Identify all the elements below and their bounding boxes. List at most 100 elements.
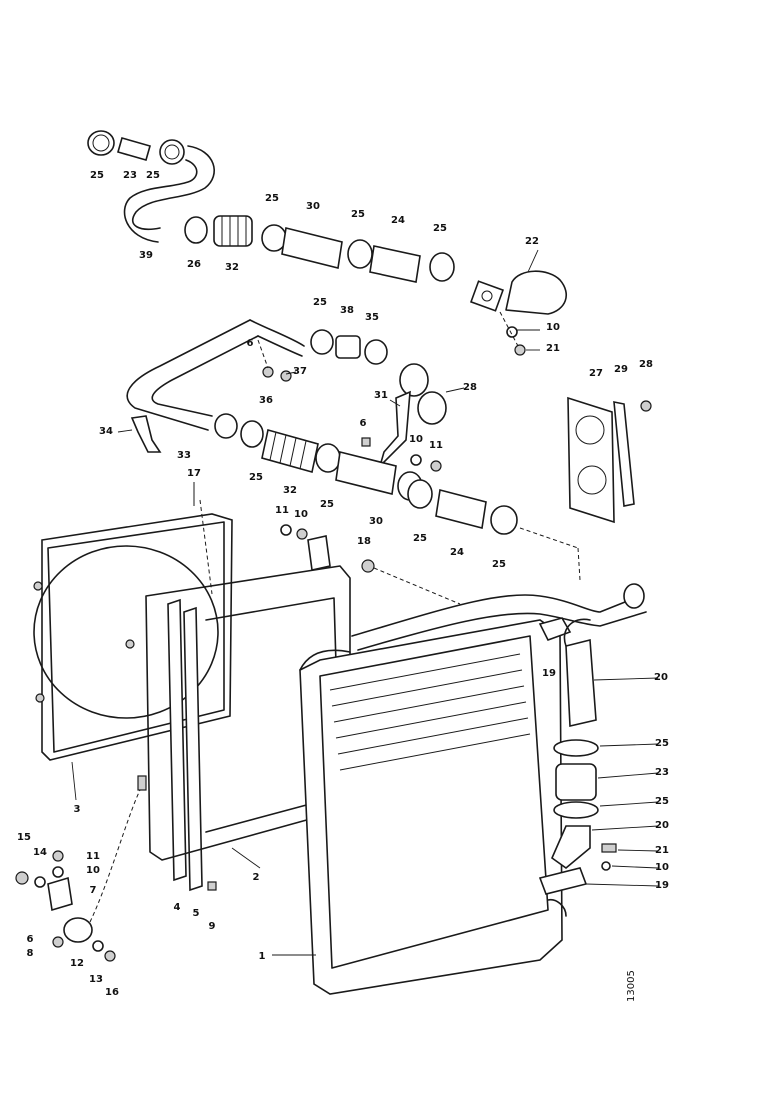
drain-hose [89, 789, 141, 923]
bellows-hose [261, 429, 319, 473]
callout-label: 22 [525, 236, 539, 247]
hose-clamp [364, 339, 388, 365]
washer-10 [52, 866, 64, 878]
callout-label: 20 [655, 820, 669, 831]
hose-sleeve-23 [555, 763, 597, 801]
callout-label: 39 [139, 250, 153, 261]
callout-label: 27 [589, 368, 603, 379]
callout-label: 23 [123, 170, 137, 181]
washer-14 [34, 876, 46, 888]
washer [506, 326, 518, 338]
callout-label: 25 [313, 297, 327, 308]
callout-label: 38 [340, 305, 354, 316]
bolt-21 [601, 843, 617, 853]
leader-lines [71, 249, 659, 956]
pipe-30 [335, 451, 397, 495]
callout-label: 3 [74, 804, 81, 815]
callout-label: 25 [655, 796, 669, 807]
hose-clamp [214, 413, 238, 439]
bolt-6 [52, 936, 64, 948]
hose-clamp [310, 329, 334, 355]
hose-clamp [184, 216, 208, 244]
callout-label: 28 [463, 382, 477, 393]
nut [296, 528, 308, 540]
callout-label: 21 [655, 845, 669, 856]
callout-label: 25 [413, 533, 427, 544]
callout-label: 18 [357, 536, 371, 547]
washer-13 [92, 940, 104, 952]
hose-sleeve-38 [335, 335, 361, 359]
callout-label: 11 [429, 440, 443, 451]
nut [430, 460, 442, 472]
hose-clamp [159, 139, 185, 165]
callout-label: 29 [614, 364, 628, 375]
callout-label: 11 [275, 505, 289, 516]
hose-clamp [553, 801, 599, 819]
hose-clamp [429, 252, 455, 282]
callout-label: 16 [105, 987, 119, 998]
side-frame [145, 482, 351, 892]
hose-clamp [490, 505, 518, 535]
callout-label: 9 [209, 921, 216, 932]
callout-label: 11 [86, 851, 100, 862]
callout-label: 37 [293, 366, 307, 377]
hose-clamp [315, 443, 341, 473]
callout-label: 24 [391, 215, 405, 226]
callout-label: 6 [27, 934, 34, 945]
callout-label: 10 [86, 865, 100, 876]
bolt [640, 400, 652, 412]
middle-pipe-assembly [126, 319, 581, 581]
callout-label: 10 [655, 862, 669, 873]
hose-clamp [87, 130, 115, 156]
nut-16 [104, 950, 116, 962]
lower-left-fittings [15, 775, 147, 962]
callout-label: 25 [146, 170, 160, 181]
hose-sleeve-24 [435, 489, 487, 529]
callout-label: 30 [306, 201, 320, 212]
side-member-4 [167, 598, 187, 882]
callout-label: 26 [187, 259, 201, 270]
washer [601, 861, 611, 871]
callout-label: 33 [177, 450, 191, 461]
strip-29 [613, 401, 635, 507]
hose-clamp [553, 739, 599, 757]
callout-label: 6 [360, 418, 367, 429]
hose-clamp [407, 479, 433, 509]
washer [410, 454, 422, 466]
callout-label: 10 [546, 322, 560, 333]
elbow-flange-22 [505, 270, 568, 315]
callout-label: 14 [33, 847, 47, 858]
valve-12 [63, 917, 93, 943]
callout-label: 5 [193, 908, 200, 919]
callout-label: 25 [433, 223, 447, 234]
pipe-30 [281, 227, 343, 269]
radiator-fins [329, 653, 531, 771]
nut-11 [52, 850, 64, 862]
bolt [514, 344, 526, 356]
bolt [207, 881, 217, 891]
callout-label: 25 [492, 559, 506, 570]
top-outlet-pipe [351, 594, 641, 637]
hose-sleeve-24 [369, 245, 421, 283]
bent-pipe-39 [131, 145, 215, 230]
callout-label: 34 [99, 426, 113, 437]
bolt [361, 437, 371, 447]
callout-label: 20 [654, 672, 668, 683]
callout-label: 31 [374, 390, 388, 401]
callout-label: 17 [187, 468, 201, 479]
bent-pipe-33 [126, 319, 251, 431]
callout-label: 25 [655, 738, 669, 749]
clamp-19 [538, 617, 572, 641]
washer [280, 524, 292, 536]
bolt [280, 370, 292, 382]
callout-label: 36 [259, 395, 273, 406]
callout-label: 25 [90, 170, 104, 181]
callout-label: 8 [27, 948, 34, 959]
callout-label: 7 [90, 885, 97, 896]
callout-label: 19 [542, 668, 556, 679]
elbow-20 [551, 825, 591, 870]
bolt-18 [361, 559, 375, 573]
callout-label: 25 [320, 499, 334, 510]
